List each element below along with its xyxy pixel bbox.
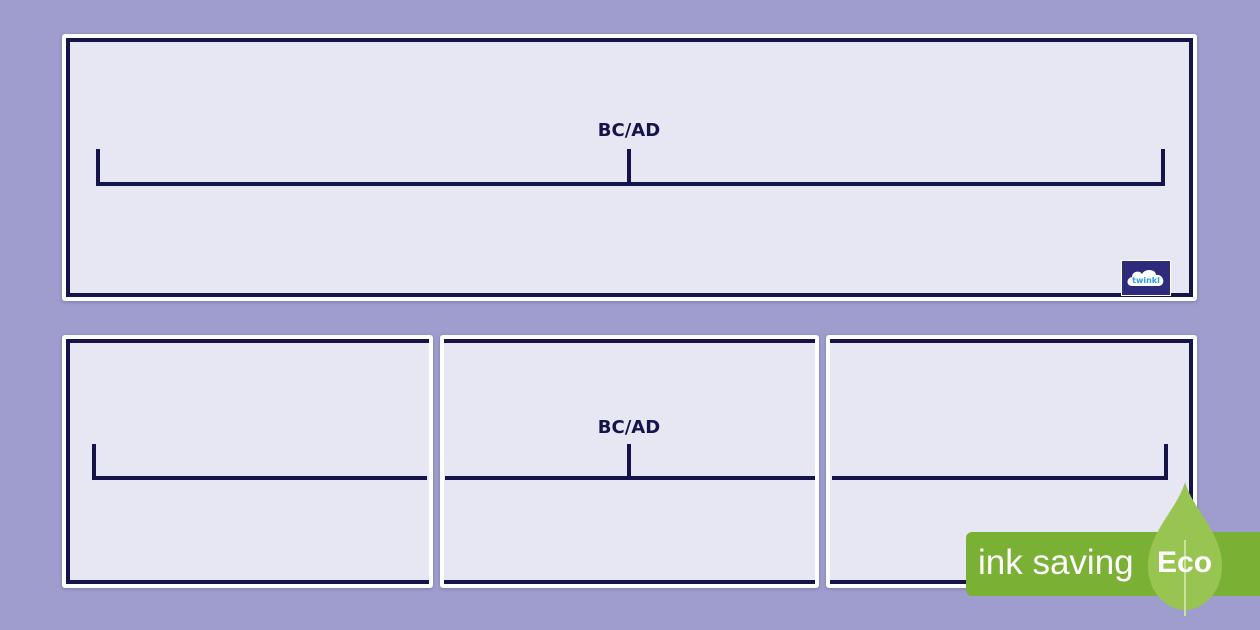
eco-badge-text: ink saving — [978, 543, 1134, 582]
twinkl-cloud-icon: twinkl — [1127, 269, 1164, 286]
eco-badge-word: Eco — [1157, 546, 1213, 579]
leaf-drop-icon — [1148, 482, 1222, 616]
bottom-right-axis — [832, 476, 1168, 480]
bottom-left-axis — [92, 476, 427, 480]
bottom-middle-card — [440, 335, 819, 588]
top-timeline-center-tick — [627, 149, 631, 186]
top-timeline-left-tick — [96, 149, 100, 186]
twinkl-logo-text: twinkl — [1132, 276, 1160, 285]
bottom-middle-label: BC/AD — [597, 417, 661, 438]
top-timeline-right-tick — [1161, 149, 1165, 186]
bottom-left-frame — [66, 339, 429, 584]
bottom-middle-center-tick — [627, 444, 631, 480]
bottom-left-tick — [92, 444, 96, 480]
bottom-right-tick — [1164, 444, 1168, 480]
twinkl-logo: twinkl — [1121, 260, 1171, 296]
bottom-left-card — [62, 335, 433, 588]
top-timeline-label: BC/AD — [597, 120, 661, 141]
